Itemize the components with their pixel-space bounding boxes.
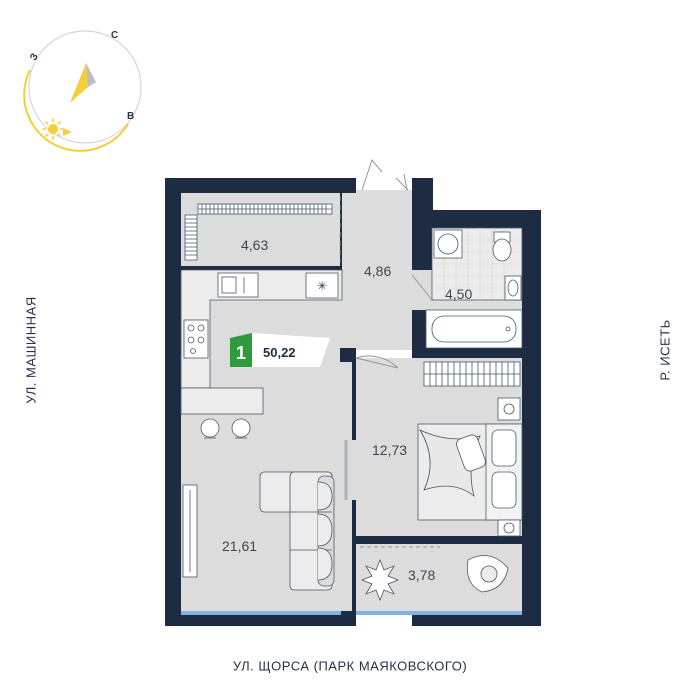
living-furniture <box>182 471 335 591</box>
bar-counter <box>180 387 264 415</box>
nightstand-icon <box>497 519 521 537</box>
armchair-icon <box>466 555 509 593</box>
street-label-bottom: УЛ. ЩОРСА (ПАРК МАЯКОВСКОГО) <box>232 658 468 674</box>
nightstand-icon <box>497 397 521 421</box>
compass-north-label: С <box>111 30 118 41</box>
bed-icon <box>417 423 523 521</box>
washing-machine-icon <box>433 229 463 259</box>
room-area-wardrobe: 4,63 <box>241 237 268 253</box>
sun-path-arrow-icon <box>63 128 72 136</box>
living-window <box>181 611 341 615</box>
fridge-icon <box>305 272 339 299</box>
room-area-bathroom: 4,50 <box>445 286 472 302</box>
sun-path-arc <box>23 69 129 152</box>
room-area-balcony: 3,78 <box>408 567 435 583</box>
compass: С З В <box>23 30 142 152</box>
compass-east-label: В <box>127 111 134 122</box>
total-area: 50,22 <box>263 345 296 360</box>
bedroom-furniture <box>417 361 523 537</box>
room-area-hall: 4,86 <box>364 263 391 279</box>
plant-icon <box>360 558 400 602</box>
balcony-window <box>356 611 522 615</box>
rooms-count-badge <box>230 333 252 367</box>
apartment-badge: 1 50,22 <box>230 333 330 367</box>
sofa-icon <box>259 471 335 591</box>
wardrobe-shelves <box>184 196 341 262</box>
compass-west-label: З <box>28 52 41 63</box>
room-labels: 4,63 4,86 4,50 21,61 12,73 3,78 <box>222 237 472 583</box>
street-label-left: УЛ. МАШИННАЯ <box>23 296 39 404</box>
hall-floor <box>342 193 412 350</box>
stove-icon <box>183 319 209 359</box>
room-area-living-kitchen: 21,61 <box>222 538 257 554</box>
stool-icon <box>200 418 251 439</box>
compass-needle-icon <box>70 63 88 103</box>
street-label-right: Р. ИСЕТЬ <box>657 319 673 381</box>
balcony-furniture <box>360 555 509 602</box>
rooms-count: 1 <box>236 343 246 363</box>
kitchen: ✳ <box>180 269 343 439</box>
svg-text:✳: ✳ <box>317 279 327 293</box>
windows <box>181 611 522 615</box>
washbasin-icon <box>504 275 522 301</box>
doors <box>344 158 440 548</box>
sun-icon <box>42 118 64 140</box>
room-area-bedroom: 12,73 <box>372 442 407 458</box>
bathroom-fixtures <box>425 227 523 349</box>
